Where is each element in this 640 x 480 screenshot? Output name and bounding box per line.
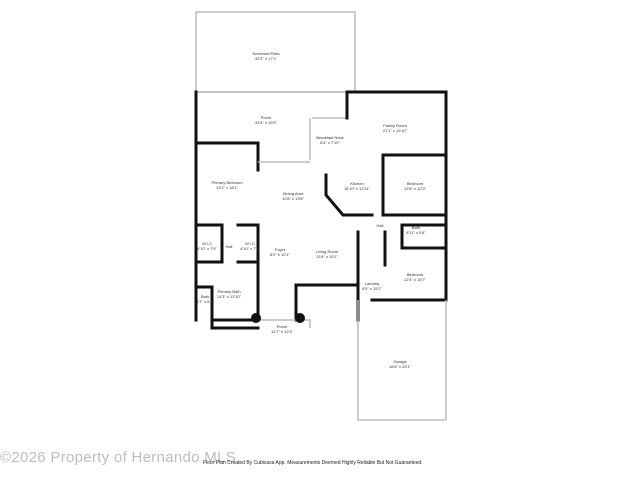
room-name: Bedroom: [407, 181, 424, 186]
room-name: Porch: [277, 324, 287, 329]
room-name: Family Room: [383, 123, 407, 128]
room-dims: 21'1" x 13'10": [383, 128, 408, 133]
room-dims: 12'4" x 15'7": [404, 277, 427, 282]
room-name: Foyer: [275, 247, 286, 252]
room-labels: Screened Patio 33'3" x 17'1" Porch 33'4"…: [196, 51, 426, 369]
room-dims: 13'4" x 15'1": [316, 254, 339, 259]
room-name: Bath: [201, 294, 209, 299]
room-name: Screened Patio: [252, 51, 280, 56]
room-dims: 12'6" x 12'3": [404, 186, 427, 191]
room-dims: 15'10" x 12'11": [344, 186, 371, 191]
room-name: Porch: [261, 115, 271, 120]
room-dims: 16'6" x 25'1": [389, 364, 412, 369]
room-name: Breakfast Nook: [316, 135, 343, 140]
room-dims: 4'10" x 7'9": [240, 246, 260, 251]
room-name: W.I.C: [245, 241, 255, 246]
room-name: Hall: [377, 223, 384, 228]
room-dims: 14'3" x 13'10": [217, 294, 242, 299]
walls: [194, 11, 448, 421]
room-name: Hall: [226, 244, 233, 249]
room-name: Living Room: [316, 249, 339, 254]
room-dims: 10'8" x 13'8": [282, 196, 305, 201]
room-name: Laundry: [365, 281, 379, 286]
room-dims: 12'7" x 12'3": [271, 329, 294, 334]
watermark: ©2026 Property of Hernando MLS: [0, 449, 237, 466]
room-dims: 8'0" x 10'1": [270, 252, 290, 257]
room-dims: 5'7" x 6'6": [196, 299, 214, 304]
room-name: Primary Bedroom: [211, 180, 243, 185]
room-dims: 8'4" x 7'10": [320, 140, 340, 145]
room-dims: 33'3" x 17'1": [255, 56, 278, 61]
room-name: Bath: [412, 225, 420, 230]
room-dims: 8'11" x 5'6": [406, 230, 426, 235]
room-name: Kitchen: [350, 181, 363, 186]
room-dims: 8'0" x 15'1": [362, 286, 382, 291]
room-dims: 13'2" x 18'1": [216, 185, 239, 190]
room-name: W.I.C: [202, 241, 212, 246]
room-name: Garage: [393, 359, 407, 364]
room-dims: 4'10" x 7'9": [197, 246, 217, 251]
credit-text: Floor Plan Created By Cubicasa App. Meas…: [203, 460, 423, 466]
room-dims: 33'4" x 15'5": [255, 120, 278, 125]
room-name: Primary Bath: [217, 289, 240, 294]
room-name: Bedroom: [407, 272, 424, 277]
column-icon: [295, 313, 305, 323]
room-name: Dining Area: [283, 191, 304, 196]
column-icon: [251, 313, 261, 323]
